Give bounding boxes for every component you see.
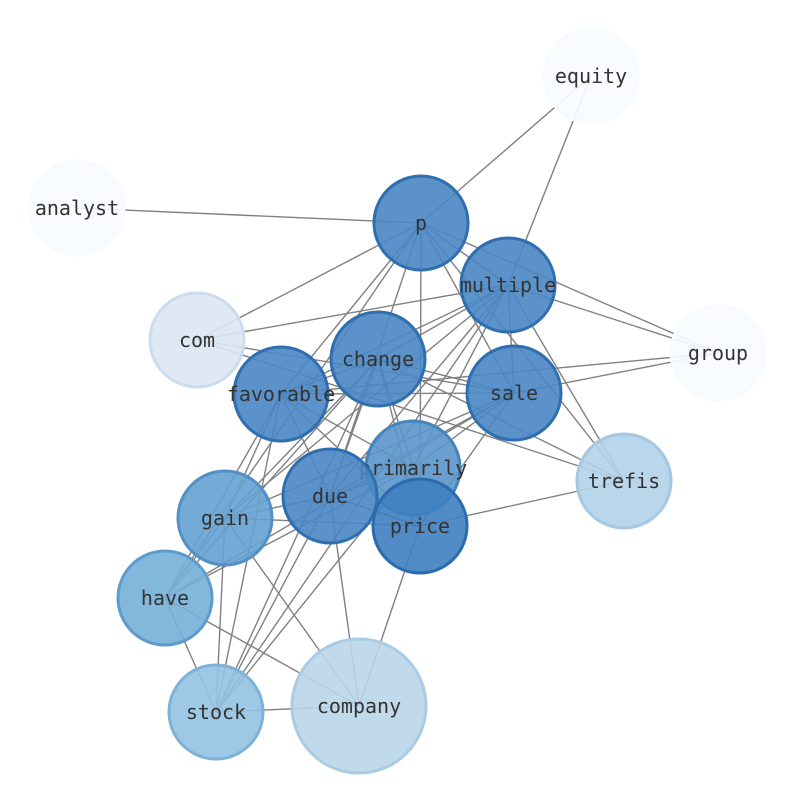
- node-circle-due: [281, 447, 379, 545]
- node-circle-multiple: [459, 236, 557, 334]
- node-due: due: [281, 447, 379, 545]
- node-change: change: [329, 310, 427, 408]
- node-com: com: [148, 291, 246, 389]
- node-label-primarily: primarily: [359, 456, 467, 480]
- node-circle-com: [148, 291, 246, 389]
- node-stock: stock: [167, 663, 265, 761]
- edge-change-stock: [215, 358, 379, 713]
- node-price: price: [371, 477, 469, 575]
- node-circle-group: [669, 304, 767, 402]
- node-sale: sale: [465, 344, 563, 442]
- node-circle-trefis: [575, 432, 673, 530]
- node-equity: equity: [542, 27, 640, 125]
- node-label-gain: gain: [201, 506, 249, 530]
- node-company: company: [290, 637, 428, 775]
- node-label-p: p: [415, 211, 427, 235]
- node-label-stock: stock: [186, 700, 246, 724]
- node-label-trefis: trefis: [588, 469, 660, 493]
- node-label-have: have: [141, 586, 189, 610]
- node-label-com: com: [179, 328, 215, 352]
- node-circle-stock: [167, 663, 265, 761]
- node-circle-have: [116, 549, 214, 647]
- node-circle-change: [329, 310, 427, 408]
- edge-p-group: [420, 222, 719, 354]
- node-circle-favorable: [232, 345, 330, 443]
- node-gain: gain: [176, 469, 274, 567]
- edge-analyst-p: [76, 207, 422, 224]
- node-label-change: change: [342, 347, 414, 371]
- nodes-layer: equity analyst p multiple com group change favo…: [28, 27, 767, 775]
- node-label-favorable: favorable: [227, 382, 335, 406]
- node-label-due: due: [312, 484, 348, 508]
- node-label-group: group: [688, 341, 748, 365]
- node-multiple: multiple: [459, 236, 557, 334]
- node-circle-company: [290, 637, 428, 775]
- node-circle-equity: [542, 27, 640, 125]
- node-trefis: trefis: [575, 432, 673, 530]
- node-p: p: [372, 174, 470, 272]
- node-label-company: company: [317, 694, 401, 718]
- node-circle-analyst: [28, 159, 126, 257]
- node-label-analyst: analyst: [35, 196, 119, 220]
- node-label-sale: sale: [490, 381, 538, 405]
- node-have: have: [116, 549, 214, 647]
- node-circle-sale: [465, 344, 563, 442]
- node-label-multiple: multiple: [460, 273, 556, 297]
- node-circle-p: [372, 174, 470, 272]
- node-circle-gain: [176, 469, 274, 567]
- node-label-equity: equity: [555, 64, 627, 88]
- edge-multiple-com: [196, 284, 509, 341]
- node-analyst: analyst: [28, 159, 126, 257]
- node-label-price: price: [390, 514, 450, 538]
- node-group: group: [669, 304, 767, 402]
- node-circle-price: [371, 477, 469, 575]
- node-favorable: favorable: [227, 345, 335, 443]
